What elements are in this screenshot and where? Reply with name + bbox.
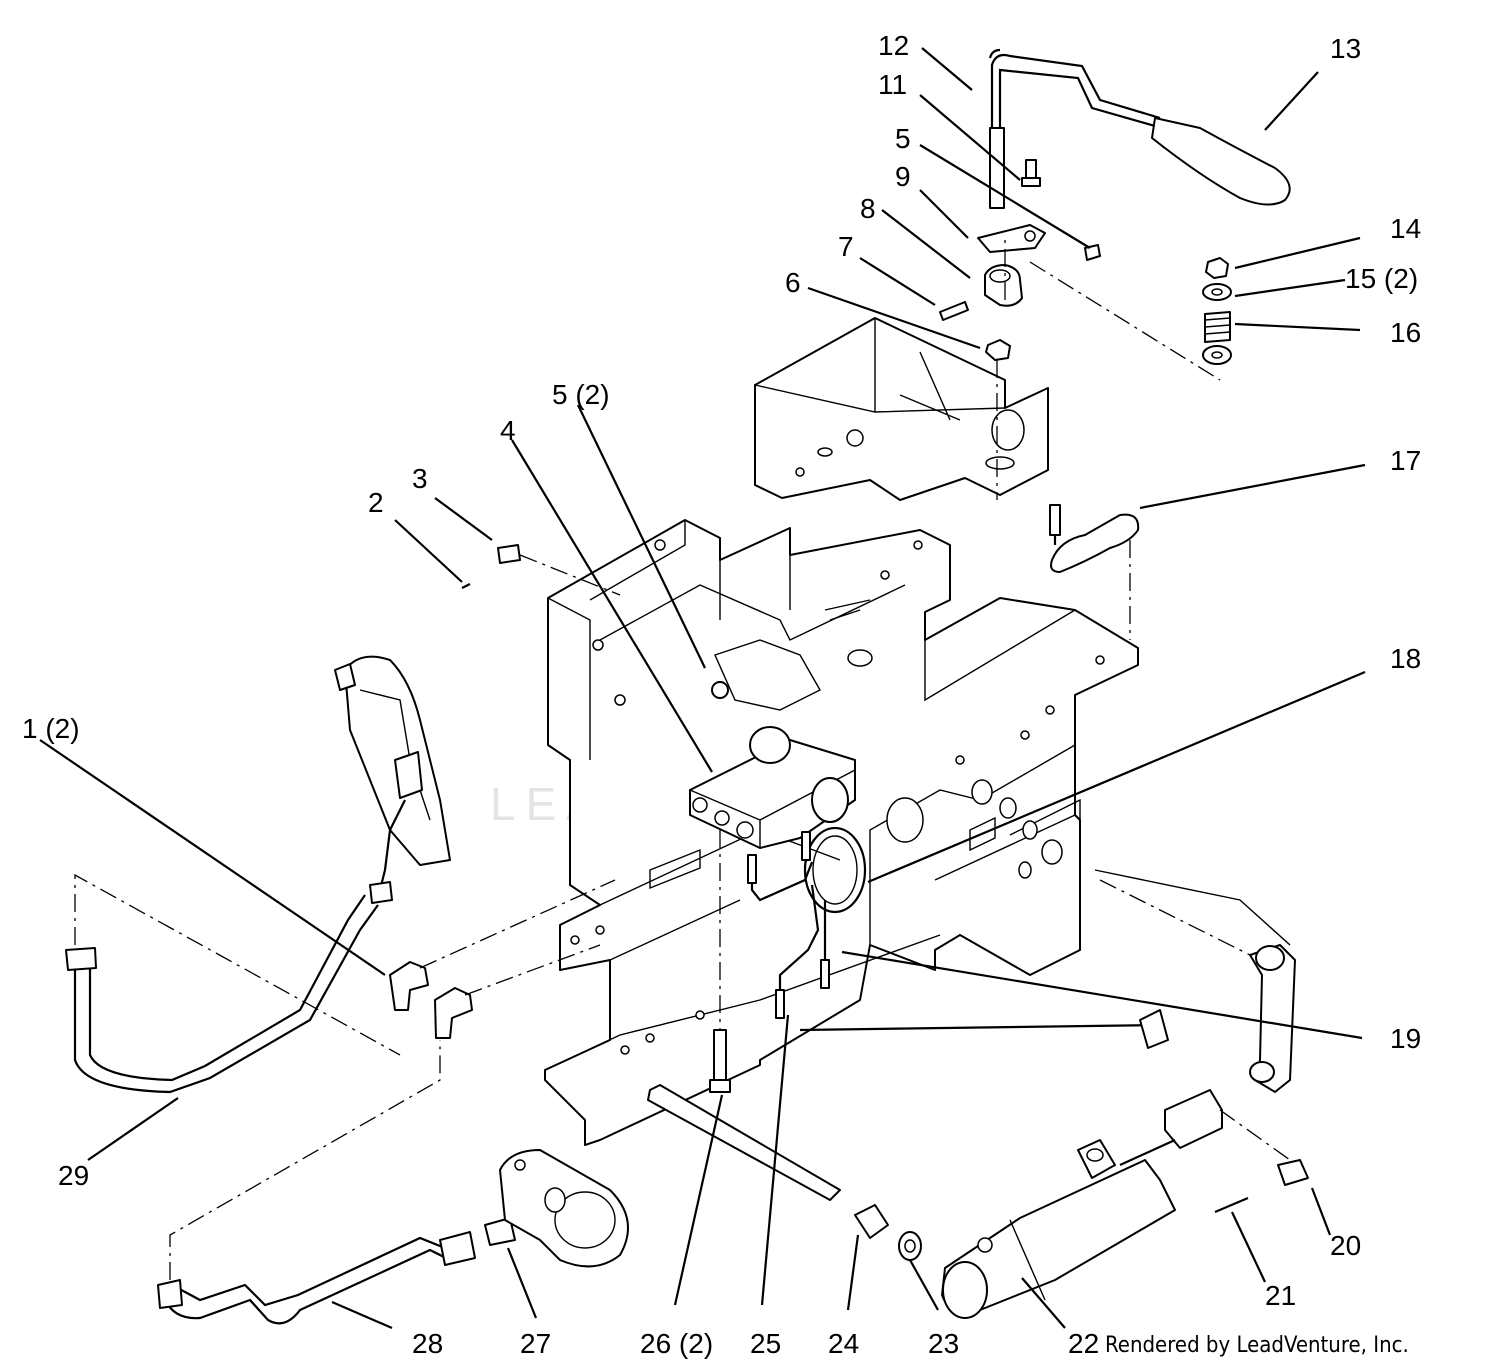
hose-29 <box>65 873 401 1094</box>
callout-15: 15 (2) <box>1345 263 1418 294</box>
bolts-2-3 <box>461 544 621 596</box>
callout-22: 22 <box>1068 1328 1099 1359</box>
hydraulic-lines <box>747 826 867 1019</box>
upper-bracket <box>754 317 1049 501</box>
callout-16: 16 <box>1390 317 1421 348</box>
callout-2: 2 <box>368 487 384 518</box>
arm-17 <box>1049 504 1140 640</box>
pump-lower <box>499 1149 629 1268</box>
callout-20: 20 <box>1330 1230 1361 1261</box>
callout-28: 28 <box>412 1328 443 1359</box>
main-frame <box>544 519 1139 1146</box>
callout-9: 9 <box>895 161 911 192</box>
callout-18: 18 <box>1390 643 1421 674</box>
pump-upper <box>334 655 451 891</box>
callout-29: 29 <box>58 1160 89 1191</box>
callout-14: 14 <box>1390 213 1421 244</box>
callout-3: 3 <box>412 463 428 494</box>
callout-17: 17 <box>1390 445 1421 476</box>
callout-1: 1 (2) <box>22 713 80 744</box>
callout-19: 19 <box>1390 1023 1421 1054</box>
callout-6: 6 <box>785 267 801 298</box>
shaft-bushings <box>647 1009 1169 1261</box>
callout-labels: 12 13 11 5 9 8 7 6 14 15 (2) 16 17 5 (2)… <box>22 30 1421 1359</box>
callout-25: 25 <box>750 1328 781 1359</box>
callout-5: 5 <box>895 123 911 154</box>
callout-8: 8 <box>860 193 876 224</box>
spring-stack <box>1029 257 1232 381</box>
control-lever <box>988 48 1291 209</box>
callout-26: 26 (2) <box>640 1328 713 1359</box>
cylinder-22 <box>941 1139 1176 1319</box>
callout-13: 13 <box>1330 33 1361 64</box>
callout-12: 12 <box>878 30 909 61</box>
callout-23: 23 <box>928 1328 959 1359</box>
credit-text: Rendered by LeadVenture, Inc. <box>1105 1333 1409 1358</box>
elbow-fittings <box>389 879 616 1039</box>
pivot-parts <box>939 224 1101 500</box>
linkage-rod <box>1094 869 1296 1167</box>
pins-20-21 <box>1214 1159 1309 1214</box>
bolt-26 <box>709 830 731 1093</box>
hose-28 <box>157 1040 516 1325</box>
callout-4: 4 <box>500 415 516 446</box>
valve-body <box>689 681 856 849</box>
callout-7: 7 <box>838 231 854 262</box>
callout-24: 24 <box>828 1328 859 1359</box>
leader-lines <box>39 47 1366 1330</box>
callout-11: 11 <box>878 69 907 100</box>
callout-27: 27 <box>520 1328 551 1359</box>
callout-5-2: 5 (2) <box>552 379 610 410</box>
callout-21: 21 <box>1265 1280 1296 1311</box>
